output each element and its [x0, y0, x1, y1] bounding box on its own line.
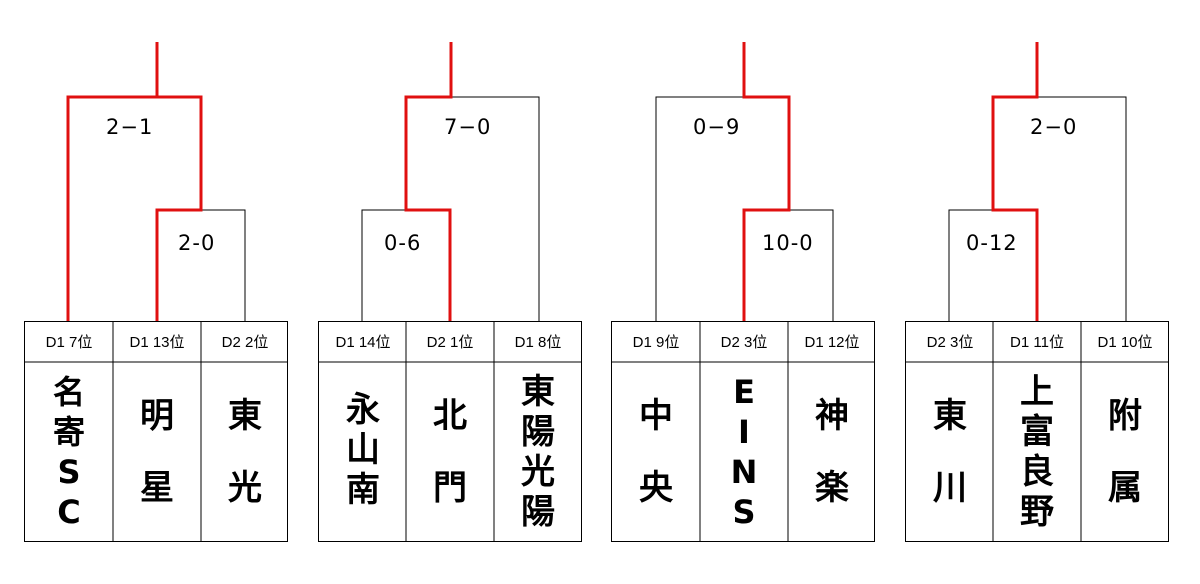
group-box-1 [24, 321, 288, 542]
bracket-line [361, 96, 540, 321]
final-score-1: 2−1 [106, 115, 154, 139]
team-char: 山 [346, 430, 380, 470]
team-name: 名 寄 S C [25, 362, 113, 542]
team-char: 寄 [52, 413, 85, 451]
rank-label: D2 1位 [426, 333, 474, 351]
team-char: 東 [228, 396, 262, 436]
semi-score-4: 0-12 [966, 231, 1018, 255]
team-char: 附 [1108, 396, 1142, 436]
team-name: 東 陽 光 陽 [494, 362, 582, 542]
team-name: 明 星 [113, 362, 201, 542]
team-char: 陽 [521, 412, 555, 452]
team-char: N [730, 453, 758, 491]
rank-label: D1 11位 [1010, 333, 1064, 351]
bracket-line [655, 96, 834, 321]
team-char: 川 [933, 468, 967, 508]
semi-score-1: 2-0 [178, 231, 216, 255]
team-char: 東 [521, 372, 555, 412]
team-char: E [733, 373, 755, 411]
team-char: 星 [140, 468, 174, 508]
bracket-group-1 [66, 42, 246, 321]
rank-label: D2 2位 [221, 333, 269, 351]
final-score-2: 7−0 [444, 115, 492, 139]
team-char: 属 [1108, 468, 1142, 508]
rank-label: D2 3位 [926, 333, 974, 351]
team-char: 北 [433, 396, 467, 436]
table-grid [24, 321, 1169, 542]
group-box-3 [611, 321, 875, 542]
rank-label: D1 8位 [514, 333, 562, 351]
bracket-group-2 [361, 42, 540, 321]
bracket-line [948, 96, 1127, 321]
team-char: I [738, 413, 750, 451]
winner-path [66, 42, 203, 321]
team-char: 野 [1020, 492, 1054, 532]
semi-score-3: 10-0 [762, 231, 814, 255]
team-name: 北 門 [406, 362, 494, 542]
team-name: E I N S [700, 362, 788, 542]
final-score-4: 2−0 [1030, 115, 1078, 139]
team-name: 永 山 南 [319, 362, 407, 542]
team-char: 中 [639, 396, 673, 436]
winner-path [742, 42, 791, 321]
rank-label: D1 10位 [1097, 333, 1153, 351]
team-name: 上 富 良 野 [993, 362, 1081, 542]
bracket-group-3 [655, 42, 834, 321]
team-name: 中 央 [612, 362, 700, 542]
rank-label: D1 7位 [45, 333, 93, 351]
team-name: 神 楽 [788, 362, 876, 542]
team-char: 央 [639, 468, 673, 508]
team-char: 南 [346, 470, 380, 510]
team-name: 東 川 [906, 362, 994, 542]
team-char: C [57, 493, 81, 531]
team-char: 良 [1020, 452, 1054, 492]
team-char: 神 [815, 396, 849, 436]
group-box-4 [905, 321, 1169, 542]
rank-label: D1 14位 [335, 333, 391, 351]
team-char: 永 [346, 390, 380, 430]
team-char: 明 [140, 396, 174, 436]
final-score-3: 0−9 [693, 115, 741, 139]
semi-score-2: 0-6 [384, 231, 422, 255]
rank-label: D2 3位 [720, 333, 768, 351]
team-char: 名 [52, 373, 85, 411]
rank-label: D1 9位 [632, 333, 680, 351]
winner-path [404, 42, 453, 321]
rank-label: D1 12位 [804, 333, 860, 351]
team-name: 東 光 [201, 362, 289, 542]
team-char: S [732, 493, 756, 531]
team-char: 楽 [815, 468, 849, 508]
bracket-group-4 [948, 42, 1127, 321]
team-char: 光 [228, 468, 262, 508]
winner-path [991, 42, 1039, 321]
group-box-2 [318, 321, 582, 542]
team-char: S [57, 453, 81, 491]
team-char: 富 [1020, 412, 1054, 452]
team-char: 光 [521, 452, 555, 492]
team-char: 陽 [521, 492, 555, 532]
rank-label: D1 13位 [129, 333, 185, 351]
team-char: 東 [933, 396, 967, 436]
team-char: 門 [433, 468, 467, 508]
team-char: 上 [1020, 372, 1054, 412]
team-name: 附 属 [1081, 362, 1169, 542]
